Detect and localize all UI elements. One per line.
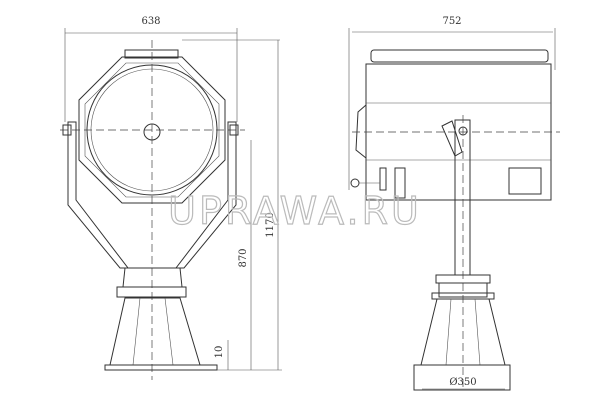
- side-dimensions: 752 Ø350: [348, 16, 556, 390]
- front-top-cap: [124, 49, 179, 59]
- side-base-plate: [413, 364, 511, 391]
- front-octagon-housing: [78, 56, 226, 204]
- side-knob: [350, 178, 360, 188]
- dim-base-diameter: Ø350: [449, 377, 476, 388]
- dim-front-width: 638: [141, 16, 160, 27]
- dim-total-height: 1170: [265, 212, 276, 237]
- side-junction-box: [508, 167, 542, 195]
- front-cone-base: [109, 297, 201, 366]
- side-column: [454, 119, 471, 276]
- dim-yoke-height: 870: [238, 248, 249, 267]
- side-view: [350, 49, 560, 391]
- front-flange: [116, 286, 187, 298]
- front-view: [60, 40, 245, 380]
- side-top-cap: [370, 49, 549, 63]
- front-dimensions: 638 1170 870 10: [64, 16, 282, 371]
- front-pedestal-neck: [122, 267, 183, 288]
- side-lens-rim: [355, 104, 367, 159]
- dim-base-thickness: 10: [214, 346, 225, 359]
- dim-side-length: 752: [442, 16, 461, 27]
- watermark: UPRAWA.RU: [168, 189, 422, 233]
- front-base-plate: [104, 364, 218, 371]
